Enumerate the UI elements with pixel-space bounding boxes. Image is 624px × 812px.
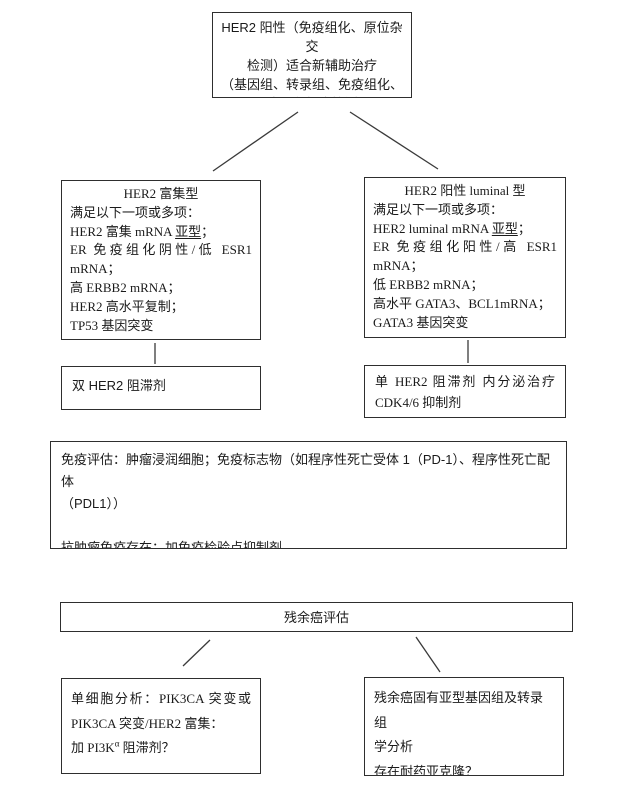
text-line: 满足以下一项或多项： — [373, 201, 504, 217]
text-line: TP53 基因突变 — [70, 317, 154, 333]
text-segment: HER2 luminal mRNA — [373, 220, 492, 236]
text-line: 免疫评估：肿瘤浸润细胞；免疫标志物（如程序性死亡受体 1（PD-1）、程序性死亡… — [61, 452, 550, 489]
connector-eval-to-bottom-left — [182, 639, 211, 667]
box-title: HER2 富集型 — [123, 186, 199, 201]
text-line: 单 HER2 阻滞剂 内分泌治疗 — [375, 374, 555, 389]
text-segment: ； — [201, 223, 215, 239]
residual-cancer-subtype-analysis-box: 残余癌固有亚型基因组及转录组 学分析 存在耐药亚克隆？ — [364, 677, 564, 776]
text-line: mRNA； — [70, 261, 121, 277]
text-line: PIK3CA 突变/HER2 富集： — [71, 715, 224, 731]
text-segment: HER2 富集 mRNA — [70, 223, 176, 239]
superscript-alpha: α — [114, 738, 120, 749]
text-line: 单细胞分析：PIK3CA 突变或 — [71, 691, 251, 706]
text-line: HER2 luminal mRNA 亚型； — [373, 220, 557, 239]
underlined-text: 亚型 — [175, 223, 202, 239]
text-line: 加 PI3Kα 阻滞剂？ — [71, 736, 251, 761]
her2-enriched-criteria-box: HER2 富集型 满足以下一项或多项： HER2 富集 mRNA 亚型； ER … — [61, 180, 261, 340]
immune-assessment-box: 免疫评估：肿瘤浸润细胞；免疫标志物（如程序性死亡受体 1（PD-1）、程序性死亡… — [50, 441, 567, 549]
connector-top-to-left — [212, 111, 299, 172]
single-her2-blocker-endocrine-cdk46-box: 单 HER2 阻滞剂 内分泌治疗 CDK4/6 抑制剂 — [364, 365, 566, 418]
text-line: HER2 阳性（免疫组化、原位杂交 — [221, 20, 403, 54]
text-line: HER2 高水平复制； — [70, 298, 184, 314]
text-line: ER 免疫组化阳性/高 ESR1 — [373, 239, 557, 255]
text-line: （基因组、转录组、免疫组化、 — [220, 77, 403, 92]
text-line: 低 ERBB2 mRNA； — [373, 276, 484, 292]
text-line: 学分析 — [374, 739, 414, 754]
text-segment: 加 PI3K — [71, 740, 115, 755]
text-line: mRNA； — [373, 258, 424, 274]
text-line: 肿瘤浸润细胞检测） — [219, 94, 405, 97]
text-line: 抗肿瘤免疫存在：加免疫检验点抑制剂 — [61, 540, 283, 549]
text-line: HER2 富集 mRNA 亚型； — [70, 223, 252, 242]
text-line: ER 免疫组化阴性/低 ESR1 — [70, 242, 252, 258]
text-line: 高水平 GATA3、BCL1mRNA； — [373, 295, 551, 311]
residual-cancer-assessment-box: 残余癌评估 — [60, 602, 573, 632]
text-segment: 阻滞剂？ — [119, 740, 175, 755]
text-segment: ； — [517, 220, 531, 236]
her2-positive-neoadjuvant-box: HER2 阳性（免疫组化、原位杂交 检测）适合新辅助治疗 （基因组、转录组、免疫… — [212, 12, 412, 98]
text-line: （PDL1）） — [61, 496, 127, 511]
text-line: 残余癌固有亚型基因组及转录组 — [374, 690, 544, 730]
connector-top-to-right — [349, 111, 439, 170]
box-title: HER2 阳性 luminal 型 — [404, 183, 526, 198]
text-line: 存在耐药亚克隆？ — [374, 763, 479, 776]
single-cell-analysis-box: 单细胞分析：PIK3CA 突变或 PIK3CA 突变/HER2 富集： 加 PI… — [61, 678, 261, 774]
text-line: 高 ERBB2 mRNA； — [70, 279, 181, 295]
dual-her2-blocker-box: 双 HER2 阻滞剂 — [61, 366, 261, 410]
text-line: GATA3 基因突变 — [373, 314, 469, 330]
underlined-text: 亚型 — [491, 220, 518, 236]
connector-eval-to-bottom-right — [415, 636, 441, 673]
her2-positive-luminal-criteria-box: HER2 阳性 luminal 型 满足以下一项或多项： HER2 lumina… — [364, 177, 566, 338]
text-line: 双 HER2 阻滞剂 — [72, 378, 166, 393]
box-title: 残余癌评估 — [283, 609, 349, 625]
text-line: 满足以下一项或多项： — [70, 204, 201, 220]
text-line: 检测）适合新辅助治疗 — [246, 58, 377, 73]
text-line: CDK4/6 抑制剂 — [375, 395, 462, 410]
